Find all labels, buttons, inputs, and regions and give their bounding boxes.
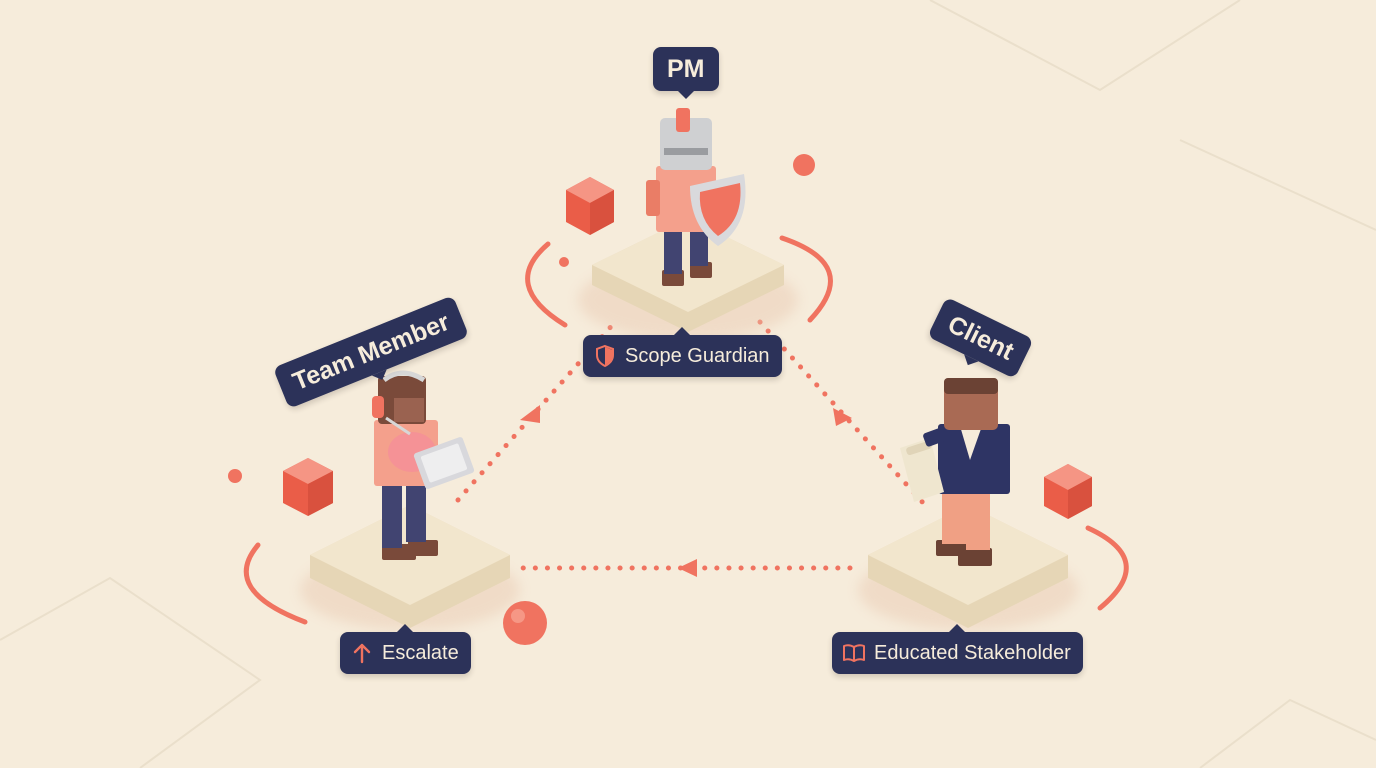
educated-stakeholder-label: Educated Stakeholder	[874, 641, 1071, 664]
pm-figure	[646, 108, 746, 286]
decorative-cube	[283, 458, 333, 516]
decorative-cube	[1044, 464, 1092, 519]
connection-lines	[455, 319, 928, 577]
arrowhead-pm-client	[833, 408, 852, 426]
shield-icon	[593, 344, 617, 368]
decorative-cube	[566, 177, 614, 235]
arrow-up-icon	[350, 641, 374, 665]
decorative-sphere	[559, 257, 569, 267]
book-icon	[842, 641, 866, 665]
client-figure	[900, 378, 1010, 566]
pm-role-tag: PM	[653, 47, 719, 99]
educated-stakeholder-tag: Educated Stakeholder	[832, 624, 1083, 674]
platform-client	[858, 505, 1078, 630]
platform-pm	[578, 218, 798, 340]
arrowhead-client-team	[678, 559, 697, 577]
scope-guardian-label: Scope Guardian	[625, 344, 770, 367]
escalate-tag: Escalate	[340, 624, 471, 674]
decorative-sphere	[503, 601, 547, 645]
team-member-figure	[372, 370, 475, 560]
orbit-arcs	[243, 235, 1129, 625]
scope-guardian-tag: Scope Guardian	[583, 327, 782, 377]
decorative-sphere	[511, 609, 525, 623]
decorative-sphere	[228, 469, 242, 483]
arrowhead-team-pm	[520, 405, 540, 423]
pm-role-label: PM	[667, 54, 705, 83]
escalate-label: Escalate	[382, 641, 459, 664]
decorative-sphere	[793, 154, 815, 176]
